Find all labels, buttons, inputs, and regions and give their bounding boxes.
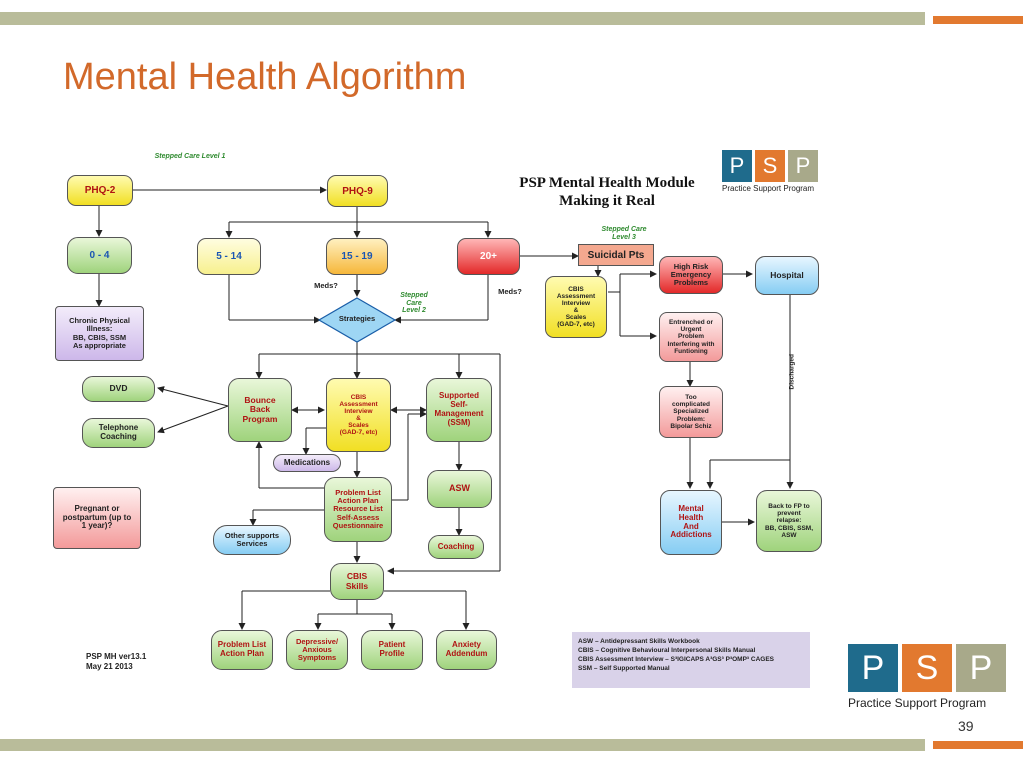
entrenched-node: Entrenched or Urgent Problem Interfering… <box>659 312 723 362</box>
slide-title: Mental Health Algorithm <box>63 56 467 98</box>
dvd-node: DVD <box>82 376 155 402</box>
problem-list-action-plan-node: Problem List Action Plan <box>211 630 273 670</box>
logo-letter-p1: P <box>722 150 752 182</box>
logo-letter-p2: P <box>788 150 818 182</box>
version-date: May 21 2013 <box>86 661 133 671</box>
anxiety-addendum-node: Anxiety Addendum <box>436 630 497 670</box>
asw-node: ASW <box>427 470 492 508</box>
patient-profile-node: Patient Profile <box>361 630 423 670</box>
chronic-illness-node: Chronic Physical Illness: BB, CBIS, SSM … <box>55 306 144 361</box>
other-supports-node: Other supports Services <box>213 525 291 555</box>
logo-letter-p1: P <box>848 644 898 692</box>
suicidal-pts-node: Suicidal Pts <box>578 244 654 266</box>
strategies-label: Strategies <box>338 314 376 323</box>
version-info: PSP MH ver13.1 May 21 2013 <box>86 652 146 671</box>
medications-node: Medications <box>273 454 341 472</box>
phq9-node: PHQ-9 <box>327 175 388 207</box>
module-title: PSP Mental Health Module Making it Real <box>497 174 717 210</box>
module-title-line2: Making it Real <box>559 193 655 209</box>
bottom-accent-bar <box>0 739 925 751</box>
discharged-label: Discharged <box>788 354 796 390</box>
high-risk-node: High Risk Emergency Problems <box>659 256 723 294</box>
hospital-node: Hospital <box>755 256 819 295</box>
score-5-14-node: 5 - 14 <box>197 238 261 275</box>
psp-logo-small: P S P Practice Support Program <box>722 150 818 193</box>
problem-list-node: Problem List Action Plan Resource List S… <box>324 477 392 542</box>
score-0-4-node: 0 - 4 <box>67 237 132 274</box>
page-number: 39 <box>958 718 974 734</box>
cbis-assessment-center-node: CBIS Assessment Interview & Scales (GAD-… <box>326 378 391 452</box>
acronym-legend: ASW – Antidepressant Skills Workbook CBI… <box>572 632 810 688</box>
score-15-19-node: 15 - 19 <box>326 238 388 275</box>
stepped-care-level-2-label: Stepped Care Level 2 <box>400 292 428 315</box>
stepped-care-level-1-label: Stepped Care Level 1 <box>154 153 226 160</box>
version-line: PSP MH ver13.1 <box>86 652 147 661</box>
legend-item: ASW – Antidepressant Skills Workbook <box>578 638 700 645</box>
telephone-coaching-node: Telephone Coaching <box>82 418 155 448</box>
legend-item: SSM – Self Supported Manual <box>578 665 670 673</box>
meds-right-label: Meds? <box>498 287 522 296</box>
bounce-back-node: Bounce Back Program <box>228 378 292 442</box>
top-accent-bar <box>0 12 925 25</box>
mental-health-addictions-node: Mental Health And Addictions <box>660 490 722 555</box>
back-to-fp-node: Back to FP to prevent relapse: BB, CBIS,… <box>756 490 822 552</box>
top-orange-bar <box>933 16 1023 24</box>
strategies-diamond <box>317 297 397 343</box>
cbis-assessment-right-node: CBIS Assessment Interview & Scales (GAD-… <box>545 276 607 338</box>
logo-letter-s: S <box>755 150 785 182</box>
logo-letter-s: S <box>902 644 952 692</box>
module-title-line1: PSP Mental Health Module <box>519 175 695 191</box>
bottom-orange-bar <box>933 741 1023 749</box>
legend-item: CBIS Assessment Interview – S³IGICAPS A³… <box>578 656 775 664</box>
coaching-node: Coaching <box>428 535 484 559</box>
phq2-node: PHQ-2 <box>67 175 133 206</box>
score-20-plus-node: 20+ <box>457 238 520 275</box>
too-complicated-node: Too complicated Specialized Problem: Bip… <box>659 386 723 438</box>
stepped-care-level-3-label: Stepped Care Level 3 <box>601 226 647 241</box>
legend-item: CBIS – Cognitive Behavioural Interperson… <box>578 647 756 655</box>
ssm-node: Supported Self- Management (SSM) <box>426 378 492 442</box>
psp-logo-large: P S P Practice Support Program <box>848 644 1006 710</box>
logo-subtitle: Practice Support Program <box>848 696 987 710</box>
logo-letter-p2: P <box>956 644 1006 692</box>
depressive-anxious-node: Depressive/ Anxious Symptoms <box>286 630 348 670</box>
meds-left-label: Meds? <box>314 281 338 290</box>
cbis-skills-node: CBIS Skills <box>330 563 384 600</box>
pregnant-node: Pregnant or postpartum (up to 1 year)? <box>53 487 141 549</box>
logo-subtitle: Practice Support Program <box>722 184 815 193</box>
